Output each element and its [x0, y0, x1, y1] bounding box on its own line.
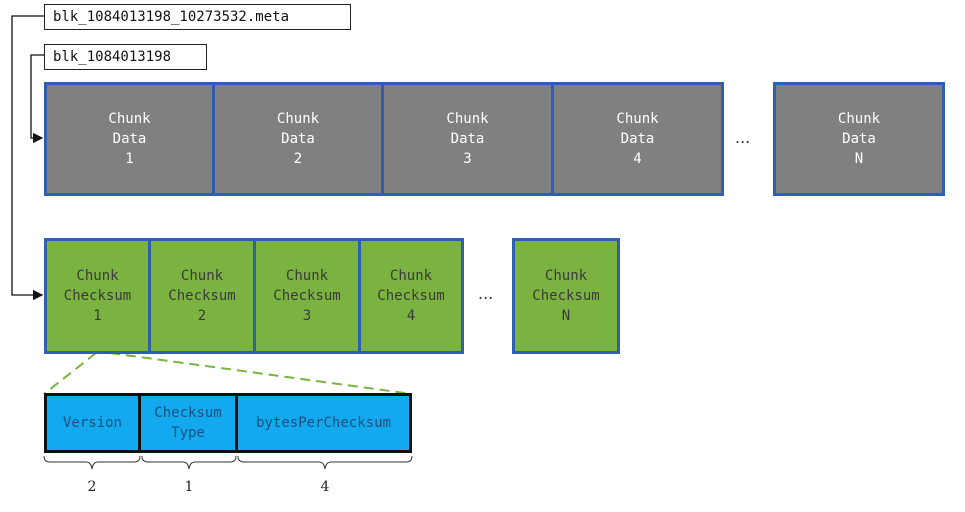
- checksum-chunk-1: Chunk Checksum 1: [44, 238, 151, 354]
- data-chunk-text: Data: [620, 131, 655, 147]
- data-chunk-text: Chunk: [108, 111, 151, 127]
- checksum-chunk-2: Chunk Checksum 2: [148, 238, 256, 354]
- brace-bytes-per-checksum: [237, 455, 413, 470]
- data-chunk-2: Chunk Data 2: [212, 82, 384, 196]
- data-chunk-text: Chunk: [616, 111, 659, 127]
- data-chunk-text: Chunk: [446, 111, 489, 127]
- checksum-chunk-number: 2: [197, 308, 207, 324]
- data-chunk-1: Chunk Data 1: [44, 82, 215, 196]
- checksum-chunk-text: Checksum: [168, 288, 236, 304]
- checksum-chunk-number: 1: [93, 308, 102, 324]
- checksum-chunk-ellipsis: ...: [478, 284, 494, 303]
- brace-version: [43, 455, 141, 470]
- data-chunk-text: Data: [842, 131, 876, 147]
- checksum-chunk-number: 4: [406, 308, 416, 324]
- header-field-label: Checksum Type: [154, 405, 222, 441]
- data-chunk-number: 2: [293, 151, 303, 167]
- data-chunk-number: 3: [463, 151, 472, 167]
- checksum-chunk-text: Chunk: [76, 268, 119, 284]
- data-chunk-number: N: [854, 151, 864, 167]
- checksum-chunk-text: Checksum: [377, 288, 445, 304]
- checksum-chunk-number: N: [561, 308, 571, 324]
- checksum-chunk-text: Chunk: [180, 268, 224, 284]
- data-chunk-text: Chunk: [276, 111, 320, 127]
- byte-count-bytes-per-checksum: 4: [320, 479, 330, 495]
- data-chunk-3: Chunk Data 3: [381, 82, 554, 196]
- header-field-label: bytesPerChecksum: [256, 415, 391, 431]
- block-file-connector: [30, 54, 44, 144]
- data-chunk-ellipsis: ...: [735, 128, 751, 147]
- checksum-chunk-text: Chunk: [389, 268, 433, 284]
- checksum-chunk-text: Chunk: [285, 268, 329, 284]
- data-chunk-text: Data: [450, 131, 485, 147]
- data-chunk-text: Chunk: [837, 111, 881, 127]
- data-chunk-text: Data: [281, 131, 315, 147]
- zoom-line-left: [43, 352, 97, 395]
- checksum-chunk-n: Chunk Checksum N: [512, 238, 620, 354]
- meta-file-connector: [11, 15, 44, 301]
- checksum-chunk-text: Chunk: [544, 268, 588, 284]
- byte-count-checksum-type: 1: [184, 479, 194, 495]
- meta-file-label: blk_1084013198_10273532.meta: [44, 4, 351, 30]
- block-file-label: blk_1084013198: [44, 44, 207, 70]
- zoom-line-right: [109, 352, 413, 395]
- checksum-chunk-4: Chunk Checksum 4: [358, 238, 464, 354]
- checksum-chunk-text: Checksum: [63, 288, 132, 304]
- header-field-version: Version: [44, 393, 141, 453]
- brace-checksum-type: [141, 455, 237, 470]
- checksum-chunk-3: Chunk Checksum 3: [253, 238, 361, 354]
- data-chunk-n: Chunk Data N: [773, 82, 945, 196]
- header-field-bytes-per-checksum: bytesPerChecksum: [235, 393, 412, 453]
- header-field-label: Version: [62, 415, 122, 431]
- checksum-chunk-text: Checksum: [532, 288, 600, 304]
- checksum-chunk-number: 3: [302, 308, 312, 324]
- byte-count-version: 2: [87, 479, 97, 495]
- data-chunk-number: 1: [125, 151, 134, 167]
- data-chunk-text: Data: [112, 131, 147, 147]
- data-chunk-4: Chunk Data 4: [551, 82, 724, 196]
- header-field-checksum-type: Checksum Type: [138, 393, 238, 453]
- data-chunk-number: 4: [633, 151, 642, 167]
- checksum-chunk-text: Checksum: [273, 288, 341, 304]
